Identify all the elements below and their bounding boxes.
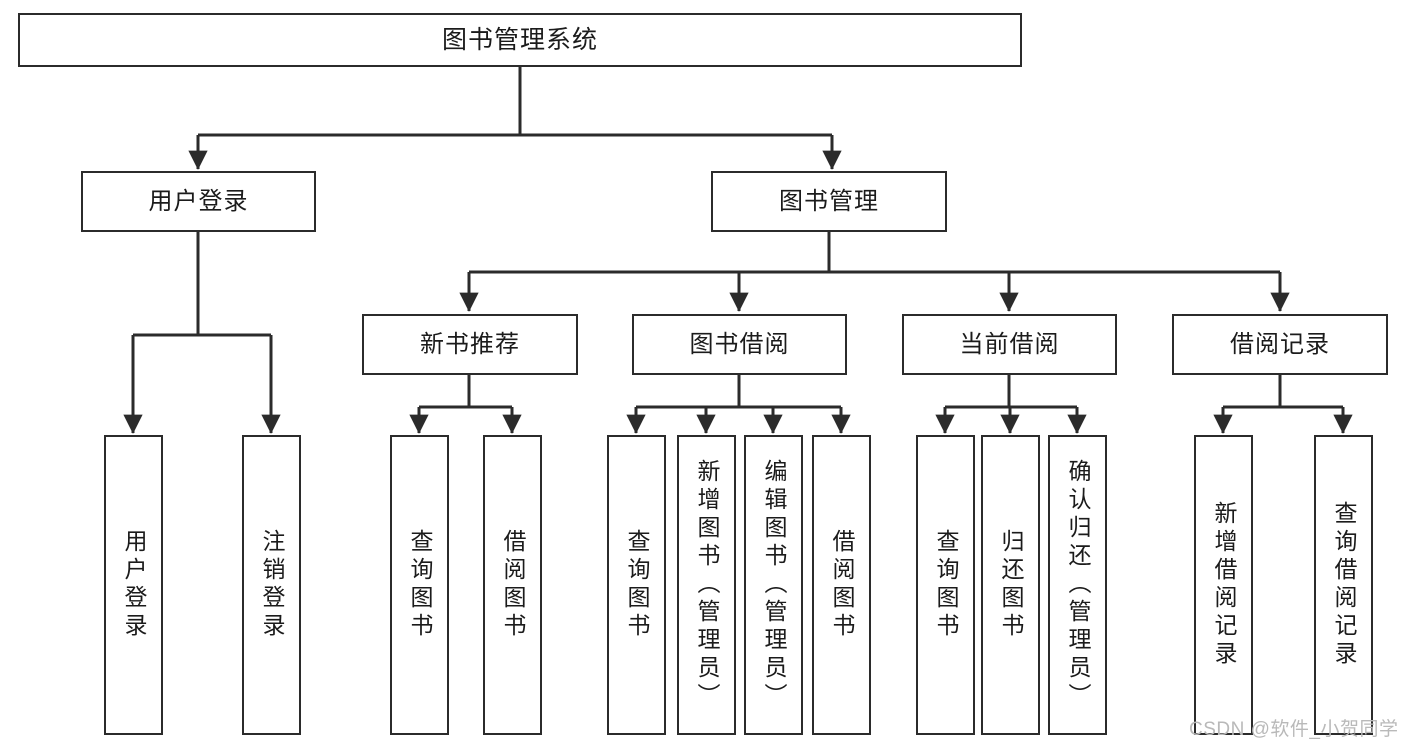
node-leaf-add-book-label: 新增图书（管理员） xyxy=(694,459,720,711)
node-book-borrow[interactable]: 图书借阅 xyxy=(632,314,847,375)
node-leaf-logout[interactable]: 注销登录 xyxy=(242,435,301,735)
node-new-book-recommend-label: 新书推荐 xyxy=(420,330,520,358)
node-leaf-edit-book[interactable]: 编辑图书（管理员） xyxy=(744,435,803,735)
node-leaf-user-login[interactable]: 用户登录 xyxy=(104,435,163,735)
node-leaf-query-book-3[interactable]: 查询图书 xyxy=(916,435,975,735)
node-root[interactable]: 图书管理系统 xyxy=(18,13,1022,67)
node-current-borrow-label: 当前借阅 xyxy=(959,330,1060,358)
node-leaf-query-record[interactable]: 查询借阅记录 xyxy=(1314,435,1373,735)
node-leaf-confirm-return-label: 确认归还（管理员） xyxy=(1065,459,1091,711)
node-borrow-record-label: 借阅记录 xyxy=(1230,330,1330,358)
node-leaf-return-book-label: 归还图书 xyxy=(998,529,1024,641)
node-leaf-borrow-book-1-label: 借阅图书 xyxy=(500,529,526,641)
node-leaf-query-book-3-label: 查询图书 xyxy=(933,529,959,641)
node-leaf-confirm-return[interactable]: 确认归还（管理员） xyxy=(1048,435,1107,735)
node-leaf-return-book[interactable]: 归还图书 xyxy=(981,435,1040,735)
csdn-watermark: CSDN @软件_小贺同学 xyxy=(1189,719,1399,740)
node-leaf-query-record-label: 查询借阅记录 xyxy=(1331,501,1357,669)
node-leaf-add-record-label: 新增借阅记录 xyxy=(1211,501,1237,669)
node-current-borrow[interactable]: 当前借阅 xyxy=(902,314,1117,375)
node-leaf-logout-label: 注销登录 xyxy=(259,529,285,641)
node-leaf-edit-book-label: 编辑图书（管理员） xyxy=(761,459,787,711)
node-book-manage-label: 图书管理 xyxy=(779,187,879,215)
node-leaf-query-book-1-label: 查询图书 xyxy=(407,529,433,641)
node-book-borrow-label: 图书借阅 xyxy=(689,330,790,358)
node-user-login-label: 用户登录 xyxy=(148,187,249,215)
node-leaf-add-record[interactable]: 新增借阅记录 xyxy=(1194,435,1253,735)
node-leaf-query-book-1[interactable]: 查询图书 xyxy=(390,435,449,735)
node-borrow-record[interactable]: 借阅记录 xyxy=(1172,314,1388,375)
node-leaf-query-book-2[interactable]: 查询图书 xyxy=(607,435,666,735)
node-leaf-borrow-book-1[interactable]: 借阅图书 xyxy=(483,435,542,735)
node-leaf-add-book[interactable]: 新增图书（管理员） xyxy=(677,435,736,735)
node-user-login[interactable]: 用户登录 xyxy=(81,171,316,232)
node-new-book-recommend[interactable]: 新书推荐 xyxy=(362,314,578,375)
node-leaf-borrow-book-2[interactable]: 借阅图书 xyxy=(812,435,871,735)
node-leaf-borrow-book-2-label: 借阅图书 xyxy=(829,529,855,641)
node-book-manage[interactable]: 图书管理 xyxy=(711,171,947,232)
node-leaf-user-login-label: 用户登录 xyxy=(121,529,147,641)
node-leaf-query-book-2-label: 查询图书 xyxy=(624,529,650,641)
node-root-label: 图书管理系统 xyxy=(441,25,598,54)
